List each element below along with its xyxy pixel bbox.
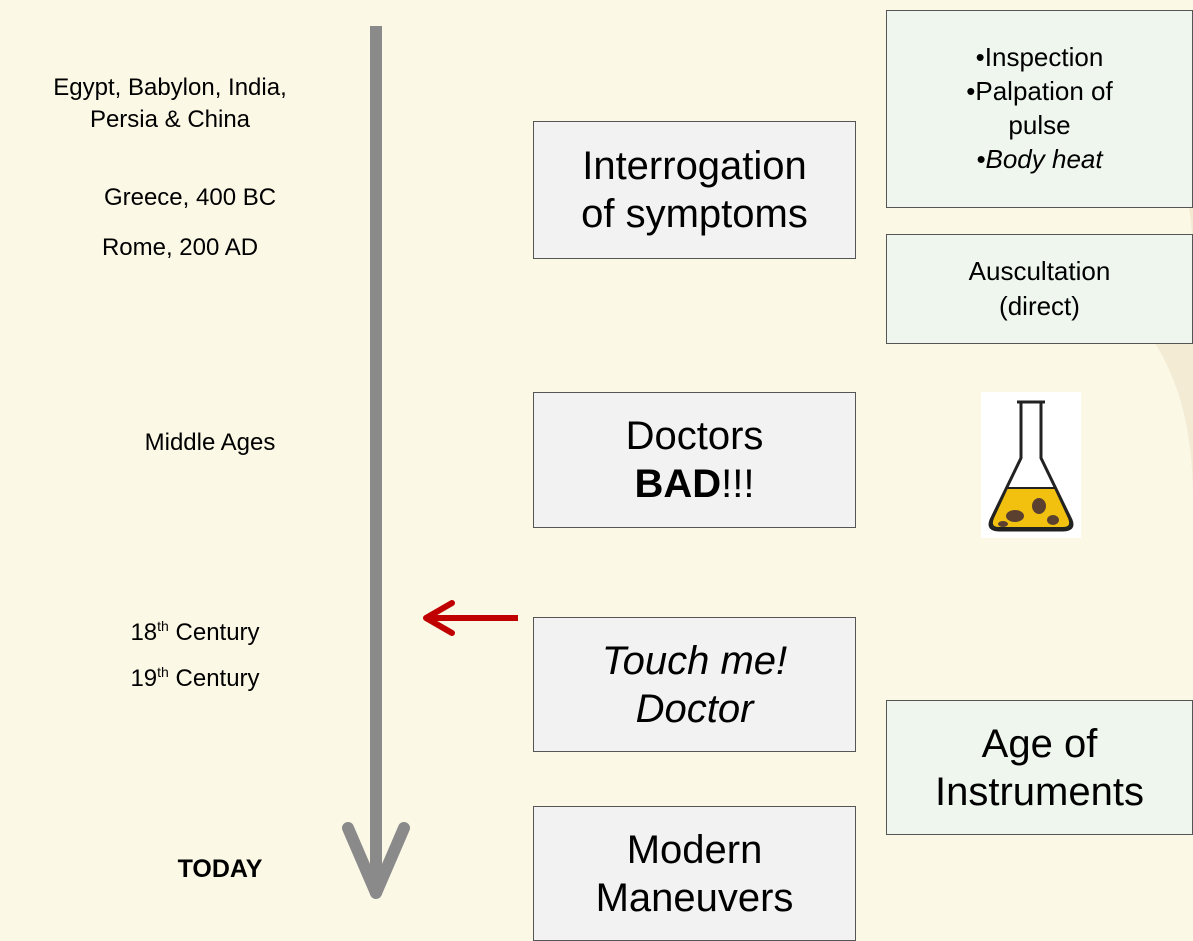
touch-me-box: Touch me! Doctor — [533, 617, 856, 752]
interrogation-box: Interrogation of symptoms — [533, 121, 856, 259]
era-ancient: Egypt, Babylon, India, Persia & China — [53, 74, 287, 134]
examination-box: •Inspection •Palpation of pulse •Body he… — [886, 10, 1193, 208]
flask-icon — [981, 392, 1081, 538]
era-today: TODAY — [177, 855, 263, 883]
era-greece: Greece, 400 BC — [103, 184, 277, 211]
modern-maneuvers-box: Modern Maneuvers — [533, 806, 856, 941]
instruments-box: Age of Instruments — [886, 700, 1193, 835]
era-middle-ages: Middle Ages — [144, 429, 276, 456]
doctors-bad-box: Doctors BAD!!! — [533, 392, 856, 528]
era-rome: Rome, 200 AD — [101, 234, 259, 261]
era-18th-century: 18th Century — [130, 618, 260, 646]
auscultation-box: Auscultation (direct) — [886, 234, 1193, 344]
era-19th-century: 19th Century — [130, 664, 260, 692]
